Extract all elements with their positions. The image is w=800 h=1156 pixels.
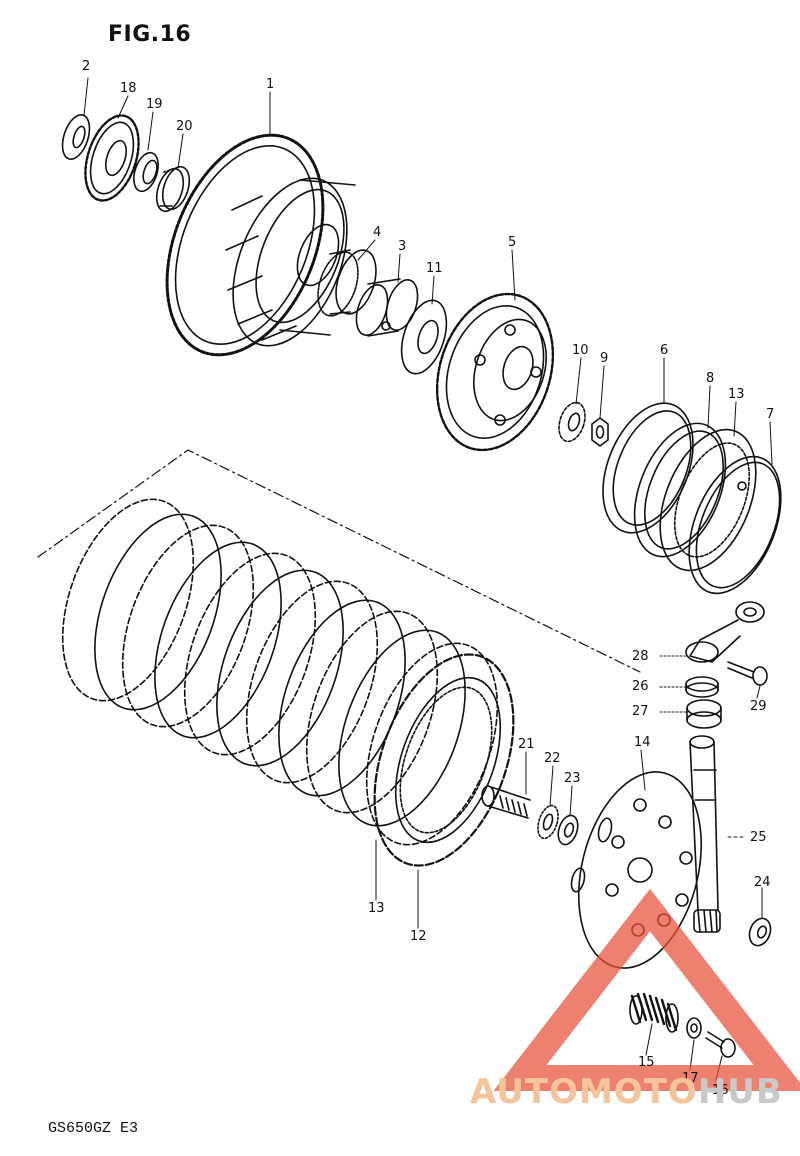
callout-20: 20 xyxy=(176,119,193,134)
callout-8: 8 xyxy=(706,371,715,386)
callout-29: 29 xyxy=(750,699,767,714)
release-arm-28 xyxy=(686,602,764,662)
callout-14: 14 xyxy=(634,735,651,750)
callout-1: 1 xyxy=(266,77,275,92)
callout-23: 23 xyxy=(564,771,581,786)
clutch-spring-15 xyxy=(630,994,678,1032)
spring-bolt-16 xyxy=(706,1032,735,1057)
callout-11: 11 xyxy=(426,261,443,276)
model-code: GS650GZ E3 xyxy=(48,1120,139,1137)
clutch-sleeve-hub-5 xyxy=(418,279,572,465)
callout-13-upper: 13 xyxy=(728,387,745,402)
watermark-text-hub: HUB xyxy=(697,1072,783,1112)
wire-ring-7 xyxy=(671,443,799,606)
callout-15: 15 xyxy=(638,1055,655,1070)
spacer-sleeve-3 xyxy=(351,276,424,339)
callout-13-lower: 13 xyxy=(368,901,385,916)
callout-5: 5 xyxy=(508,235,517,250)
callout-6: 6 xyxy=(660,343,669,358)
callout-10: 10 xyxy=(572,343,589,358)
thrust-bearing-22 xyxy=(534,803,562,841)
callout-18: 18 xyxy=(120,81,137,96)
washer-23 xyxy=(555,813,581,847)
pressure-plate-6 xyxy=(585,390,710,546)
callout-3: 3 xyxy=(398,239,407,254)
clutch-plate-stack xyxy=(38,481,540,884)
assembly-boundary-line xyxy=(38,450,640,672)
callout-9: 9 xyxy=(600,351,609,366)
watermark-text-automoto: AUTOMOTO xyxy=(470,1072,698,1112)
washer-17 xyxy=(687,1018,701,1038)
figure-title: FIG.16 xyxy=(108,22,192,47)
callout-2: 2 xyxy=(82,59,91,74)
oil-seal-26 xyxy=(686,677,718,697)
watermark-wordmark: AUTOMOTOHUB xyxy=(470,1072,783,1112)
leader-lines xyxy=(83,77,773,1081)
callout-12: 12 xyxy=(410,929,427,944)
callout-22: 22 xyxy=(544,751,561,766)
needle-bearing-20 xyxy=(152,163,194,214)
bearing-27 xyxy=(687,700,721,728)
push-piece-21 xyxy=(482,786,530,818)
thrust-washer-11 xyxy=(393,295,455,380)
callout-21: 21 xyxy=(518,737,535,752)
callout-27: 27 xyxy=(632,704,649,719)
callout-17: 17 xyxy=(682,1071,699,1086)
callout-28: 28 xyxy=(632,649,649,664)
callout-26: 26 xyxy=(632,679,649,694)
plate-8 xyxy=(617,410,744,570)
callout-7: 7 xyxy=(766,407,775,422)
lock-washer-10 xyxy=(554,399,589,444)
primary-driven-gear-1 xyxy=(137,112,369,378)
drive-plate-13-upper xyxy=(641,416,774,585)
callout-19: 19 xyxy=(146,97,163,112)
pump-drive-gear-18 xyxy=(76,109,149,208)
callout-24: 24 xyxy=(754,875,771,890)
clutch-nut-9 xyxy=(592,418,608,446)
callout-4: 4 xyxy=(373,225,382,240)
release-shaft-25 xyxy=(690,736,720,932)
callout-25: 25 xyxy=(750,830,767,845)
callout-16: 16 xyxy=(712,1083,729,1098)
watermark-logo-triangle xyxy=(493,888,800,1091)
nut-24 xyxy=(746,915,774,948)
spacer-19 xyxy=(129,150,162,195)
bolt-29 xyxy=(728,662,767,685)
thrust-washer-2 xyxy=(57,111,94,162)
